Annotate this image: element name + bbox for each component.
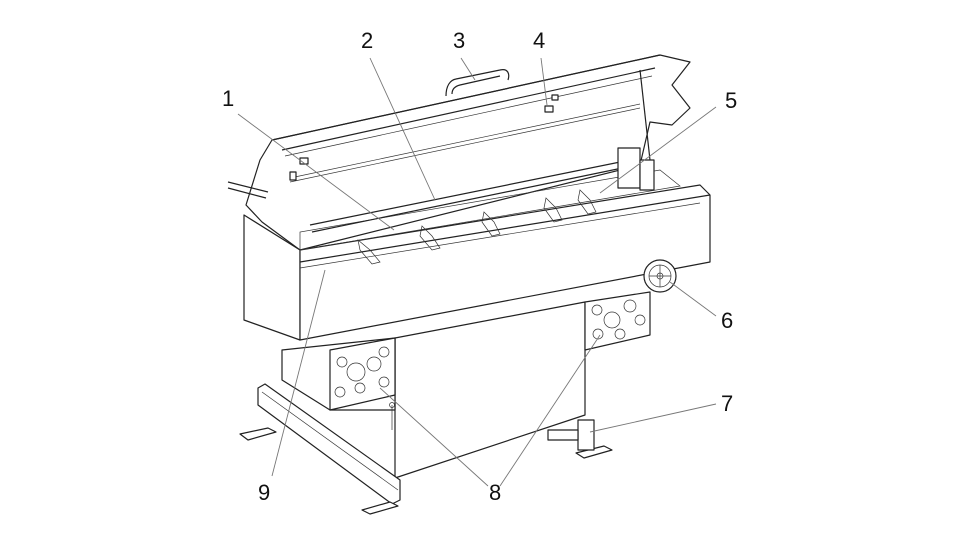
side-rod (227, 181, 269, 199)
open-lid (245, 54, 691, 251)
callout-2: 2 (361, 28, 373, 53)
leader-lines (237, 57, 717, 487)
callout-5: 5 (725, 88, 737, 113)
callout-4: 4 (533, 28, 545, 53)
callout-1: 1 (222, 86, 234, 111)
callout-9: 9 (258, 480, 270, 505)
callout-7: 7 (721, 391, 733, 416)
base-cabinet (239, 291, 651, 515)
callout-8: 8 (489, 480, 501, 505)
callout-6: 6 (721, 308, 733, 333)
callout-3: 3 (453, 28, 465, 53)
callouts: 1 2 3 4 5 6 7 8 9 (222, 28, 737, 505)
machine-body (243, 147, 711, 341)
